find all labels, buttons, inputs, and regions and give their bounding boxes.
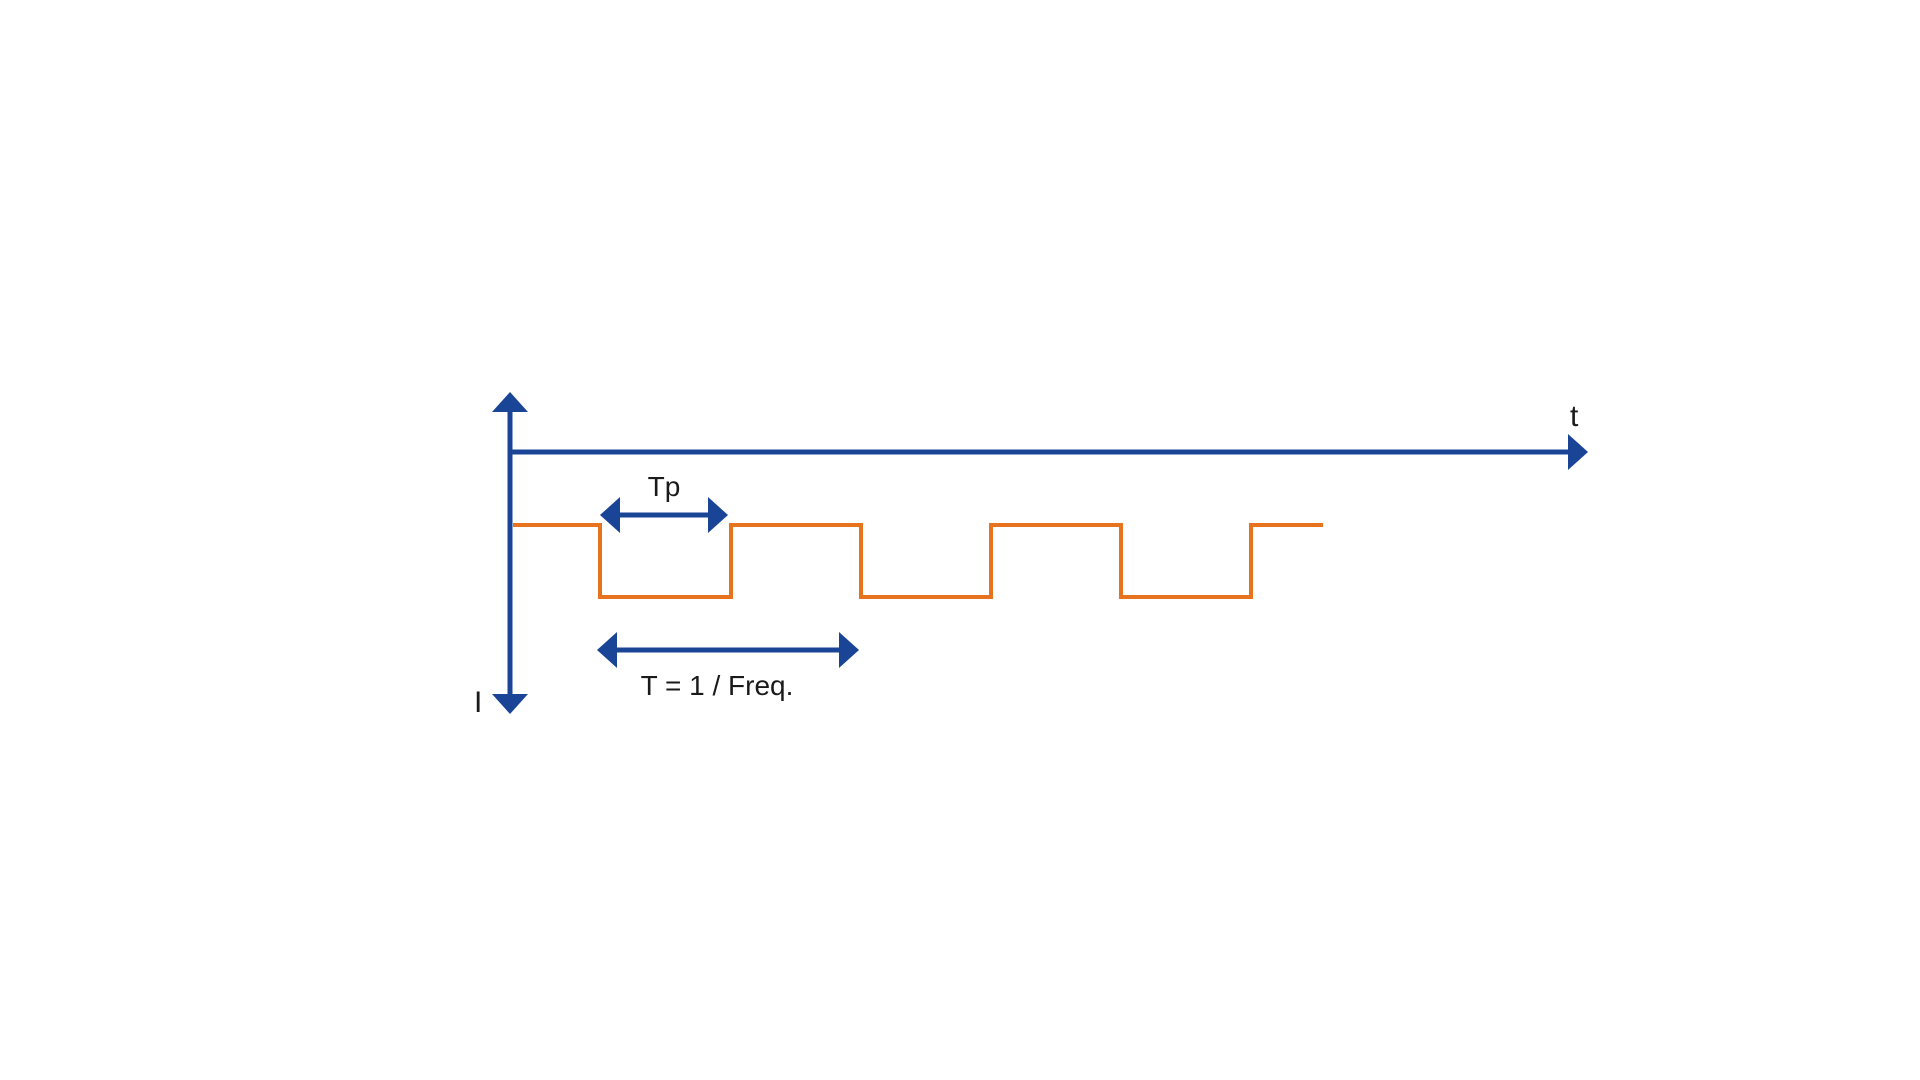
period-label: T = 1 / Freq. — [641, 670, 794, 701]
time-axis-right-arrow-icon — [1568, 434, 1588, 470]
pulse-width-label: Tp — [648, 471, 681, 502]
period-dimension — [597, 632, 859, 668]
pulse-waveform — [513, 523, 1323, 599]
time-axis — [510, 434, 1588, 470]
current-axis-down-arrow-icon — [492, 694, 528, 714]
current-axis-up-arrow-icon — [492, 392, 528, 412]
period-right-arrow-icon — [839, 632, 859, 668]
time-axis-label: t — [1570, 400, 1579, 433]
current-axis — [492, 392, 528, 714]
pulse-width-left-arrow-icon — [600, 497, 620, 533]
period-left-arrow-icon — [597, 632, 617, 668]
current-axis-label: I — [474, 686, 482, 719]
pulse-width-dimension — [600, 497, 728, 533]
pulse-width-right-arrow-icon — [708, 497, 728, 533]
